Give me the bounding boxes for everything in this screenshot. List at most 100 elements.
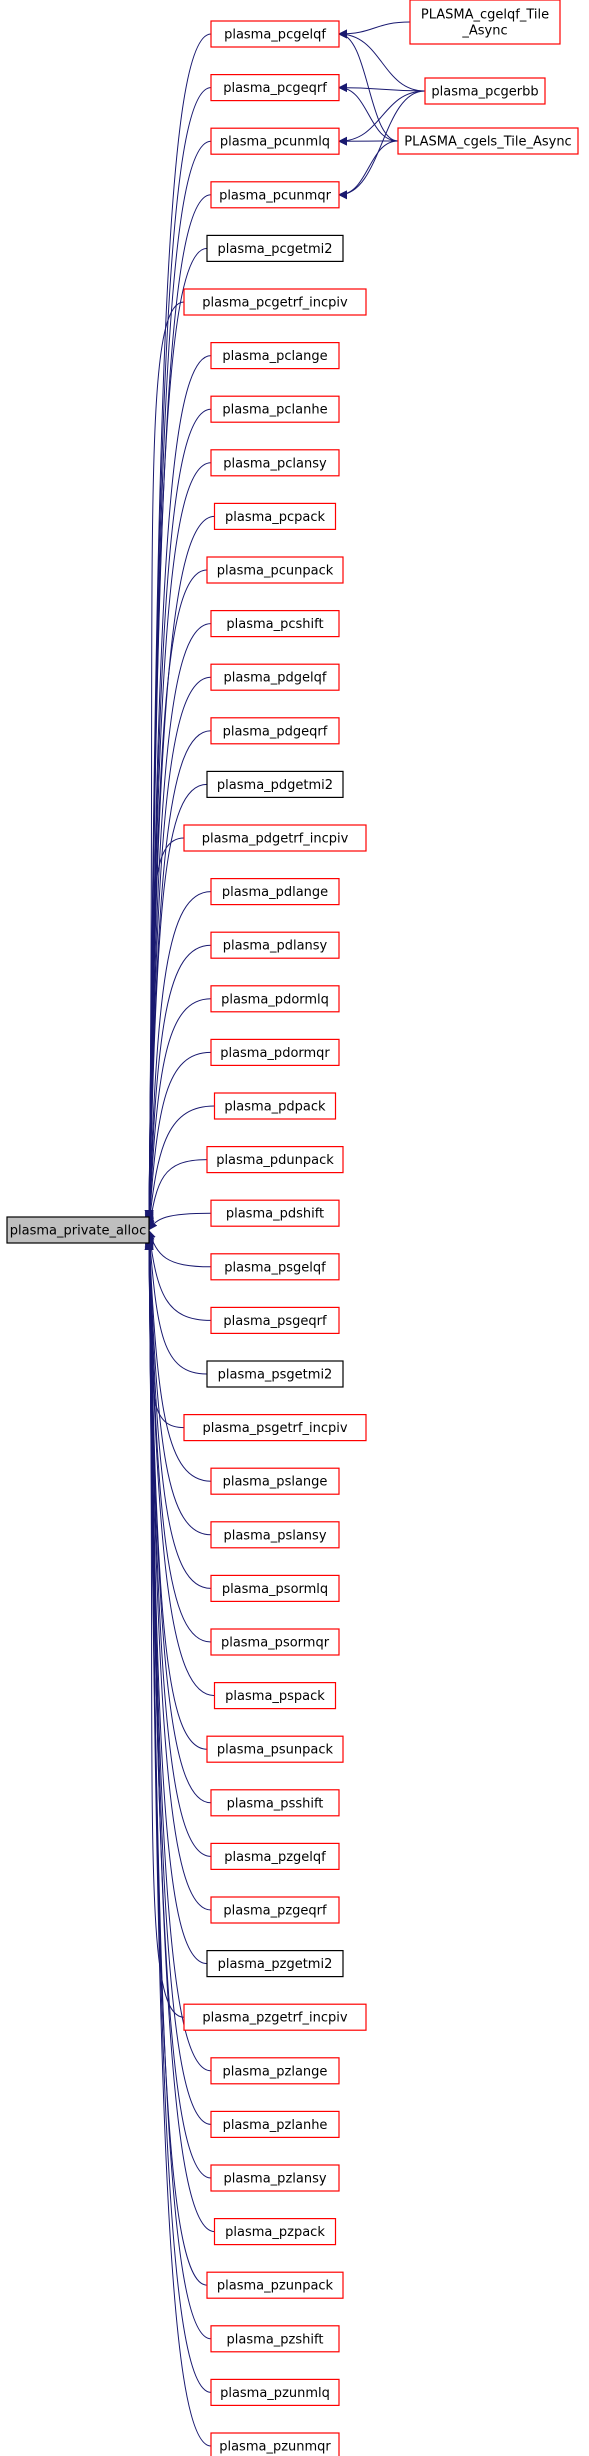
node-plasma-pzpack[interactable]: plasma_pzpack — [213, 2218, 337, 2246]
node-box — [210, 2378, 340, 2406]
node-box — [424, 77, 546, 105]
edge-plasma-pcgetrf-incpiv-to-root — [144, 301, 185, 1219]
node-plasma-pzunmqr[interactable]: plasma_pzunmqr — [210, 2432, 340, 2456]
node-label: plasma_pcgetrf_incpiv — [202, 296, 348, 311]
node-plasma-psgeqrf[interactable]: plasma_psgeqrf — [210, 1306, 340, 1335]
node-box — [210, 1038, 340, 1067]
node-plasma-pzgelqf[interactable]: plasma_pzgelqf — [210, 1842, 340, 1871]
node-label: plasma_pzgetrf_incpiv — [202, 2011, 347, 2026]
node-plasma-pslansy[interactable]: plasma_pslansy — [210, 1521, 340, 1549]
node-label: plasma_pspack — [225, 1689, 325, 1704]
caller-node-plasma-cgelqf-tile-async[interactable]: PLASMA_cgelqf_Tile_Async — [409, 0, 561, 45]
node-plasma-pdgetrf-incpiv[interactable]: plasma_pdgetrf_incpiv — [183, 824, 367, 852]
node-plasma-pzgeqrf[interactable]: plasma_pzgeqrf — [210, 1896, 340, 1924]
node-plasma-pdormqr[interactable]: plasma_pdormqr — [210, 1038, 340, 1067]
node-plasma-psgetrf-incpiv[interactable]: plasma_psgetrf_incpiv — [183, 1413, 367, 1442]
edge-c1-to-n2 — [338, 90, 426, 146]
node-plasma-pdgelqf[interactable]: plasma_pdgelqf — [210, 663, 340, 691]
node-plasma-psormlq[interactable]: plasma_psormlq — [210, 1574, 340, 1603]
node-label: PLASMA_cgels_Tile_Async — [404, 135, 571, 150]
node-plasma-pzlansy[interactable]: plasma_pzlansy — [210, 2164, 340, 2192]
node-plasma-pcgelqf[interactable]: plasma_pcgelqf — [210, 20, 340, 48]
node-plasma-pdormlq[interactable]: plasma_pdormlq — [210, 985, 340, 1013]
node-box — [206, 770, 344, 799]
node-plasma-pcshift[interactable]: plasma_pcshift — [210, 609, 340, 638]
node-label: plasma_pcpack — [225, 510, 325, 525]
node-plasma-pcunpack[interactable]: plasma_pcunpack — [206, 556, 344, 584]
node-plasma-pspack[interactable]: plasma_pspack — [213, 1681, 337, 1710]
node-plasma-pdgetmi2[interactable]: plasma_pdgetmi2 — [206, 770, 344, 799]
edge-plasma-pzunmqr-to-root — [144, 1241, 212, 2447]
node-plasma-pdgeqrf[interactable]: plasma_pdgeqrf — [210, 717, 340, 745]
node-plasma-pclansy[interactable]: plasma_pclansy — [210, 449, 340, 477]
node-label: plasma_pzgelqf — [224, 1850, 326, 1865]
node-box — [206, 1735, 344, 1763]
edge-c1-to-n0 — [338, 29, 426, 92]
node-plasma-pzlange[interactable]: plasma_pzlange — [210, 2057, 340, 2085]
node-plasma-psormqr[interactable]: plasma_psormqr — [210, 1628, 340, 1656]
node-label: plasma_psgetrf_incpiv — [202, 1421, 347, 1436]
node-label: plasma_pdlansy — [223, 939, 328, 954]
node-label: plasma_pdshift — [226, 1207, 324, 1222]
node-box — [210, 1306, 340, 1335]
node-label: PLASMA_cgelqf_Tile — [421, 8, 549, 23]
node-plasma-pdlange[interactable]: plasma_pdlange — [210, 877, 340, 906]
node-box — [213, 2218, 337, 2246]
node-plasma-pdshift[interactable]: plasma_pdshift — [210, 1199, 340, 1227]
node-plasma-pcgetmi2[interactable]: plasma_pcgetmi2 — [206, 234, 344, 262]
node-plasma-pcunmlq[interactable]: plasma_pcunmlq — [210, 127, 340, 155]
node-label: plasma_pclange — [222, 349, 327, 364]
node-box — [409, 0, 561, 45]
node-label: plasma_psgeqrf — [223, 1314, 327, 1329]
edge-plasma-pcunpack-to-root — [144, 569, 208, 1219]
node-label: plasma_pslange — [223, 1475, 328, 1490]
node-plasma-pzunmlq[interactable]: plasma_pzunmlq — [210, 2378, 340, 2406]
caller-node-plasma-pcgerbb[interactable]: plasma_pcgerbb — [424, 77, 546, 105]
node-box — [210, 1628, 340, 1656]
node-plasma-pzlanhe[interactable]: plasma_pzlanhe — [210, 2110, 340, 2138]
node-label: plasma_pzunpack — [217, 2279, 334, 2294]
node-box — [210, 2325, 340, 2353]
node-plasma-pcpack[interactable]: plasma_pcpack — [213, 502, 337, 530]
node-plasma-psgetmi2[interactable]: plasma_psgetmi2 — [206, 1360, 344, 1388]
node-box — [183, 2003, 367, 2031]
edge-plasma-pspack-to-root — [144, 1238, 215, 1697]
node-plasma-psgelqf[interactable]: plasma_psgelqf — [210, 1253, 340, 1281]
edge-plasma-pdshift-to-root — [148, 1212, 212, 1231]
node-box — [397, 127, 579, 155]
node-box — [210, 609, 340, 638]
node-label: plasma_pzgeqrf — [223, 1904, 327, 1919]
node-box — [213, 502, 337, 530]
node-label: plasma_psormqr — [221, 1636, 330, 1651]
node-box — [206, 234, 344, 262]
node-plasma-pclanhe[interactable]: plasma_pclanhe — [210, 395, 340, 423]
node-box — [210, 395, 340, 423]
root-node-plasma-private-alloc[interactable]: plasma_private_alloc — [6, 1216, 150, 1244]
node-plasma-pcgeqrf[interactable]: plasma_pcgeqrf — [210, 73, 340, 102]
node-label: plasma_pdpack — [224, 1100, 326, 1115]
node-label: plasma_pcgelqf — [224, 28, 326, 43]
node-box — [183, 1413, 367, 1442]
node-plasma-pclange[interactable]: plasma_pclange — [210, 342, 340, 370]
node-plasma-psunpack[interactable]: plasma_psunpack — [206, 1735, 344, 1763]
node-label: plasma_pcunmqr — [219, 188, 332, 203]
node-plasma-pdpack[interactable]: plasma_pdpack — [213, 1092, 337, 1120]
node-plasma-pzshift[interactable]: plasma_pzshift — [210, 2325, 340, 2353]
caller-node-plasma-cgels-tile-async[interactable]: PLASMA_cgels_Tile_Async — [397, 127, 579, 155]
node-plasma-pdunpack[interactable]: plasma_pdunpack — [206, 1145, 344, 1174]
edge-c1-to-n1 — [338, 83, 426, 93]
node-label: plasma_pzlansy — [223, 2172, 326, 2187]
node-plasma-pcgetrf-incpiv[interactable]: plasma_pcgetrf_incpiv — [183, 288, 367, 316]
node-plasma-pzgetmi2[interactable]: plasma_pzgetmi2 — [206, 1949, 344, 1978]
node-plasma-psshift[interactable]: plasma_psshift — [210, 1789, 340, 1817]
edge-plasma-pdormlq-to-root — [144, 998, 212, 1227]
node-box — [210, 931, 340, 959]
node-plasma-pslange[interactable]: plasma_pslange — [210, 1467, 340, 1495]
node-plasma-pzgetrf-incpiv[interactable]: plasma_pzgetrf_incpiv — [183, 2003, 367, 2031]
edge-plasma-pslansy-to-root — [144, 1235, 212, 1536]
node-plasma-pzunpack[interactable]: plasma_pzunpack — [206, 2271, 344, 2299]
node-plasma-pcunmqr[interactable]: plasma_pcunmqr — [210, 181, 340, 209]
node-box — [213, 1681, 337, 1710]
node-box — [210, 1842, 340, 1871]
node-plasma-pdlansy[interactable]: plasma_pdlansy — [210, 931, 340, 959]
